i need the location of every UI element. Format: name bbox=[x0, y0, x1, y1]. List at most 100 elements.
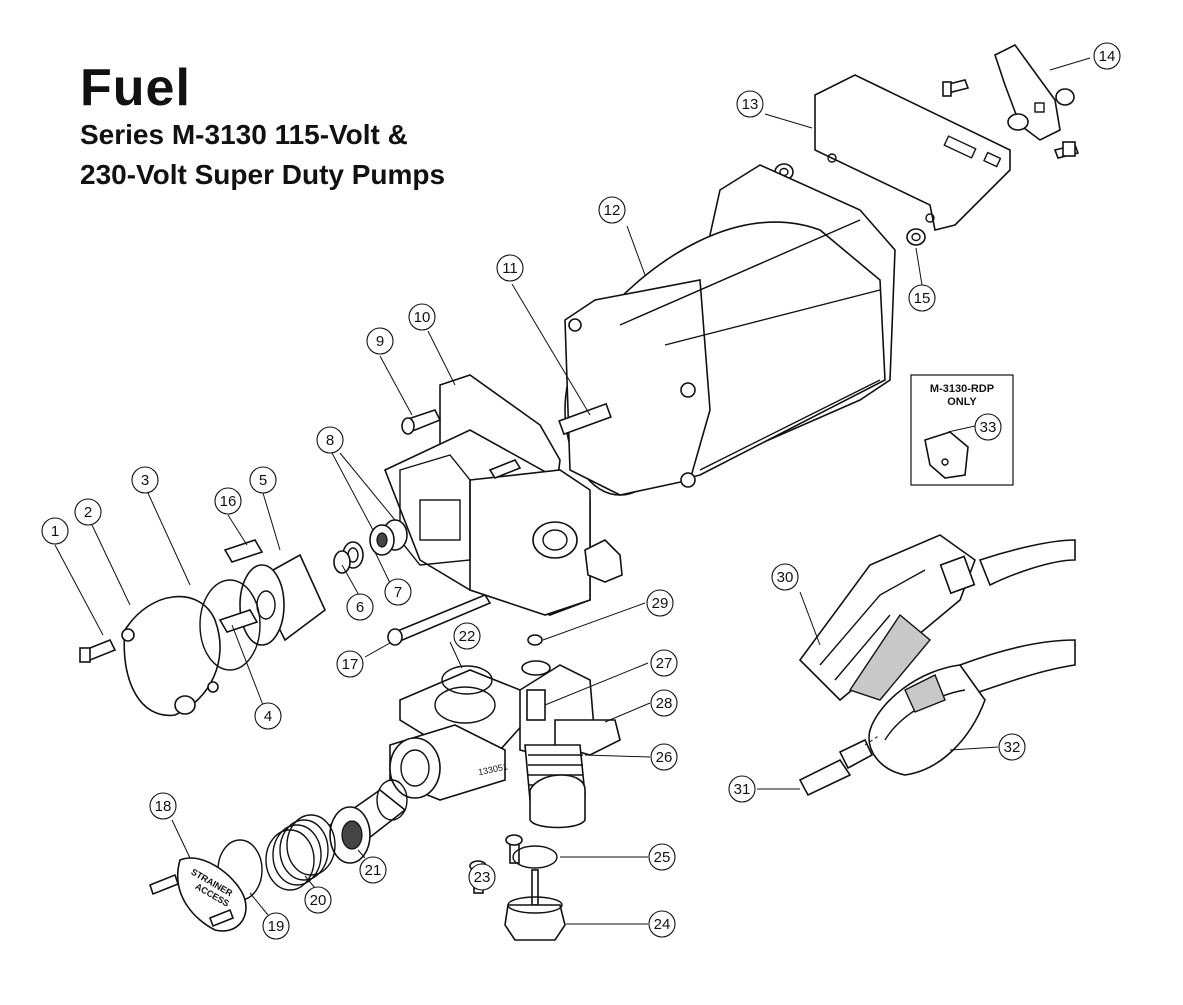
callout-21: 21 bbox=[359, 856, 387, 884]
callout-circle bbox=[346, 593, 374, 621]
callout-6: 6 bbox=[346, 593, 374, 621]
callout-circle bbox=[408, 303, 436, 331]
callout-circle bbox=[468, 863, 496, 891]
callout-circle bbox=[74, 498, 102, 526]
callout-number: 29 bbox=[652, 595, 669, 612]
callout-number: 19 bbox=[268, 918, 285, 935]
callout-16: 16 bbox=[214, 487, 242, 515]
part-housing-bolt bbox=[401, 409, 442, 435]
part-spring bbox=[265, 814, 336, 891]
part-pump-housing bbox=[383, 374, 623, 616]
callout-circle bbox=[254, 702, 282, 730]
part-strainer-housing bbox=[389, 724, 506, 801]
callout-number: 17 bbox=[342, 656, 359, 673]
callout-circle bbox=[598, 196, 626, 224]
callout-number: 30 bbox=[777, 569, 794, 586]
callout-number: 26 bbox=[656, 749, 673, 766]
callout-15: 15 bbox=[908, 284, 936, 312]
callout-circles: 1234567891011121314151617181920212223242… bbox=[41, 42, 1121, 940]
callout-number: 25 bbox=[654, 849, 671, 866]
callout-circle bbox=[650, 743, 678, 771]
part-long-bolt bbox=[387, 594, 492, 646]
subtitle-line-1: Series M-3130 115-Volt & bbox=[80, 119, 408, 150]
part-mounting-bracket bbox=[814, 74, 1011, 231]
callout-number: 2 bbox=[84, 504, 92, 521]
callout-circle bbox=[366, 327, 394, 355]
callout-circle bbox=[728, 775, 756, 803]
callout-29: 29 bbox=[646, 589, 674, 617]
callout-32: 32 bbox=[998, 733, 1026, 761]
callout-number: 27 bbox=[656, 655, 673, 672]
callout-19: 19 bbox=[262, 912, 290, 940]
callout-circle bbox=[41, 517, 69, 545]
callout-31: 31 bbox=[728, 775, 756, 803]
callout-number: 7 bbox=[394, 584, 402, 601]
callout-circle bbox=[771, 563, 799, 591]
callout-circle bbox=[648, 843, 676, 871]
callout-number: 21 bbox=[365, 862, 382, 879]
callout-12: 12 bbox=[598, 196, 626, 224]
part-cover-bolt bbox=[79, 638, 117, 663]
callout-circle bbox=[453, 622, 481, 650]
callout-number: 15 bbox=[914, 290, 931, 307]
callout-4: 4 bbox=[254, 702, 282, 730]
callout-18: 18 bbox=[149, 792, 177, 820]
part-oring bbox=[512, 845, 558, 869]
callout-23: 23 bbox=[468, 863, 496, 891]
callout-number: 11 bbox=[502, 260, 518, 277]
callout-number: 20 bbox=[310, 892, 327, 909]
callout-number: 5 bbox=[259, 472, 267, 489]
callout-circle bbox=[214, 487, 242, 515]
callout-28: 28 bbox=[650, 689, 678, 717]
callout-number: 6 bbox=[356, 599, 364, 616]
callout-circle bbox=[650, 649, 678, 677]
subtitle-line-2: 230-Volt Super Duty Pumps bbox=[80, 159, 446, 190]
callout-number: 3 bbox=[141, 472, 149, 489]
inset-label-1: M-3130-RDP bbox=[930, 383, 994, 395]
callout-circle bbox=[646, 589, 674, 617]
callout-1: 1 bbox=[41, 517, 69, 545]
callout-circle bbox=[262, 912, 290, 940]
callout-13: 13 bbox=[736, 90, 764, 118]
callout-30: 30 bbox=[771, 563, 799, 591]
callout-number: 1 bbox=[51, 523, 59, 540]
part-nozzle-32 bbox=[868, 639, 1076, 776]
callout-circle bbox=[249, 466, 277, 494]
part-inlet-body bbox=[399, 634, 621, 761]
callout-number: 14 bbox=[1099, 48, 1116, 65]
callout-circle bbox=[736, 90, 764, 118]
callout-number: 31 bbox=[734, 781, 751, 798]
part-drain-plug bbox=[504, 869, 566, 941]
callout-circle bbox=[131, 466, 159, 494]
callout-circle bbox=[384, 578, 412, 606]
part-strainer-cover: STRAINER ACCESS bbox=[149, 857, 247, 932]
part-swivel bbox=[798, 734, 881, 797]
callout-number: 24 bbox=[654, 916, 671, 933]
callout-circle bbox=[908, 284, 936, 312]
part-strainer bbox=[328, 779, 408, 864]
part-washers bbox=[774, 163, 926, 246]
callout-circle bbox=[316, 426, 344, 454]
callout-17: 17 bbox=[336, 650, 364, 678]
callout-circle bbox=[304, 886, 332, 914]
callout-number: 4 bbox=[264, 708, 272, 725]
callout-number: 18 bbox=[155, 798, 172, 815]
callout-number: 28 bbox=[656, 695, 673, 712]
callout-10: 10 bbox=[408, 303, 436, 331]
callout-number: 12 bbox=[604, 202, 621, 219]
callout-circle bbox=[650, 689, 678, 717]
callout-circle bbox=[648, 910, 676, 938]
callout-7: 7 bbox=[384, 578, 412, 606]
part-rotor bbox=[218, 539, 326, 646]
callout-circle bbox=[149, 792, 177, 820]
callout-circle bbox=[974, 413, 1002, 441]
part-nozzle-30 bbox=[798, 534, 1076, 702]
callout-number: 8 bbox=[326, 432, 334, 449]
callout-14: 14 bbox=[1093, 42, 1121, 70]
callout-circle bbox=[998, 733, 1026, 761]
leader-lines bbox=[54, 57, 1091, 925]
callout-number: 13 bbox=[742, 96, 759, 113]
part-motor bbox=[558, 164, 896, 496]
